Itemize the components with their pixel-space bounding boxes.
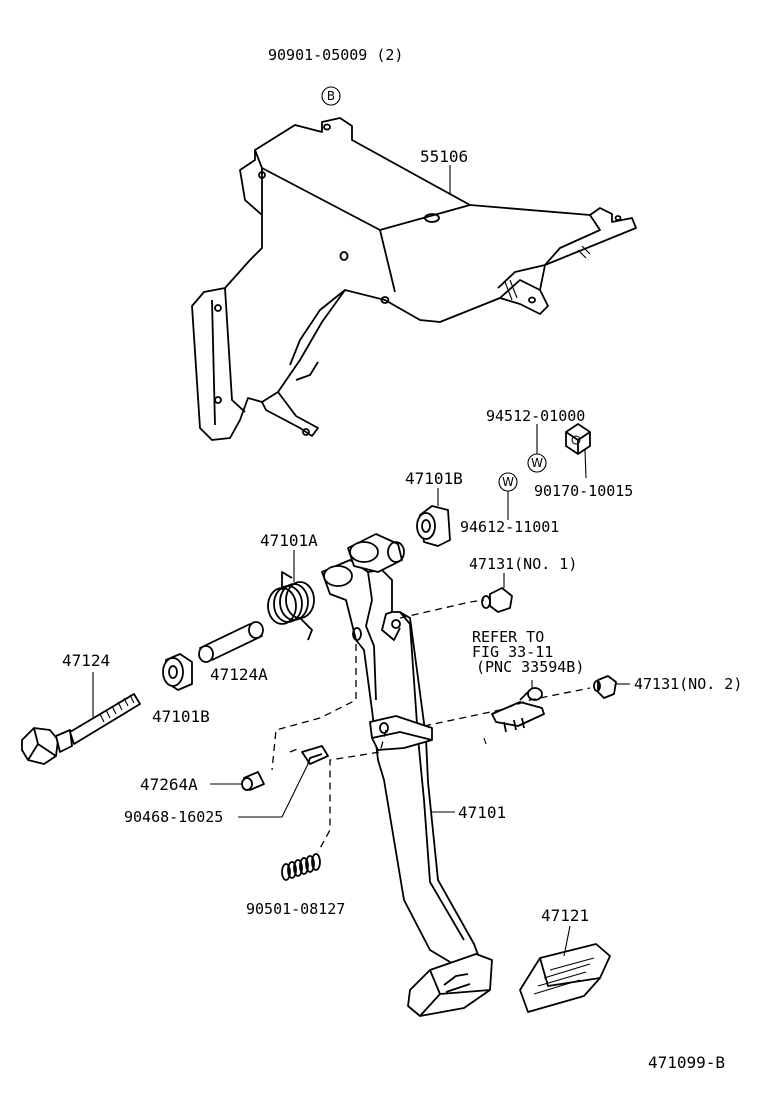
b-marker: B (321, 86, 341, 106)
label-55106: 55106 (420, 147, 468, 166)
label-90170: 90170-10015 (534, 482, 633, 500)
svg-text:B: B (327, 89, 335, 103)
leader-90170 (584, 449, 587, 479)
label-refer-fig: FIG 33-11 (472, 643, 553, 661)
pedal-support-bracket (191, 117, 637, 441)
assembly-dashed-lines (271, 599, 591, 853)
leader-47121 (563, 925, 571, 957)
label-47101b-top: 47101B (405, 469, 463, 488)
label-94612: 94612-11001 (460, 518, 559, 536)
pedal-bolt (21, 693, 141, 765)
stop-lamp-switch (491, 687, 545, 733)
label-47101: 47101 (458, 803, 506, 822)
bush-47101b-bottom (162, 653, 193, 691)
label-47121: 47121 (541, 906, 589, 925)
label-47124a: 47124A (210, 665, 268, 684)
w-marker-94612: W (498, 472, 518, 492)
clip (301, 745, 329, 765)
bush-47101b-top (416, 505, 451, 547)
label-47264a: 47264A (140, 775, 198, 794)
figure-id: 471099-B (648, 1053, 725, 1072)
hex-nut (565, 423, 591, 455)
stopper-cushion-no2 (593, 675, 617, 699)
pedal-shaft-collar (198, 621, 264, 663)
label-90468: 90468-16025 (124, 808, 223, 826)
label-90501: 90501-08127 (246, 900, 345, 918)
svg-text:W: W (502, 475, 514, 489)
label-47101b-bottom: 47101B (152, 707, 210, 726)
stopper-cushion-no1 (481, 587, 513, 613)
label-94512: 94512-01000 (486, 407, 585, 425)
small-spring (281, 853, 321, 881)
label-47124: 47124 (62, 651, 110, 670)
label-refer-to: REFER TO (472, 628, 544, 646)
brake-pedal-pad (519, 943, 611, 1013)
label-47101a: 47101A (260, 531, 318, 550)
label-47131-no2: 47131(NO. 2) (634, 675, 742, 693)
return-spring (267, 571, 315, 641)
label-47131-no1: 47131(NO. 1) (469, 555, 577, 573)
label-refer-pnc: (PNC 33594B) (476, 658, 584, 676)
brake-pedal-arm (321, 533, 493, 1017)
w-marker-94512: W (527, 453, 547, 473)
leader-90468 (238, 763, 309, 818)
svg-text:W: W (531, 456, 543, 470)
clevis-pin (241, 771, 265, 791)
label-90901: 90901-05009 (2) (268, 46, 403, 64)
tick-mark (483, 737, 487, 745)
